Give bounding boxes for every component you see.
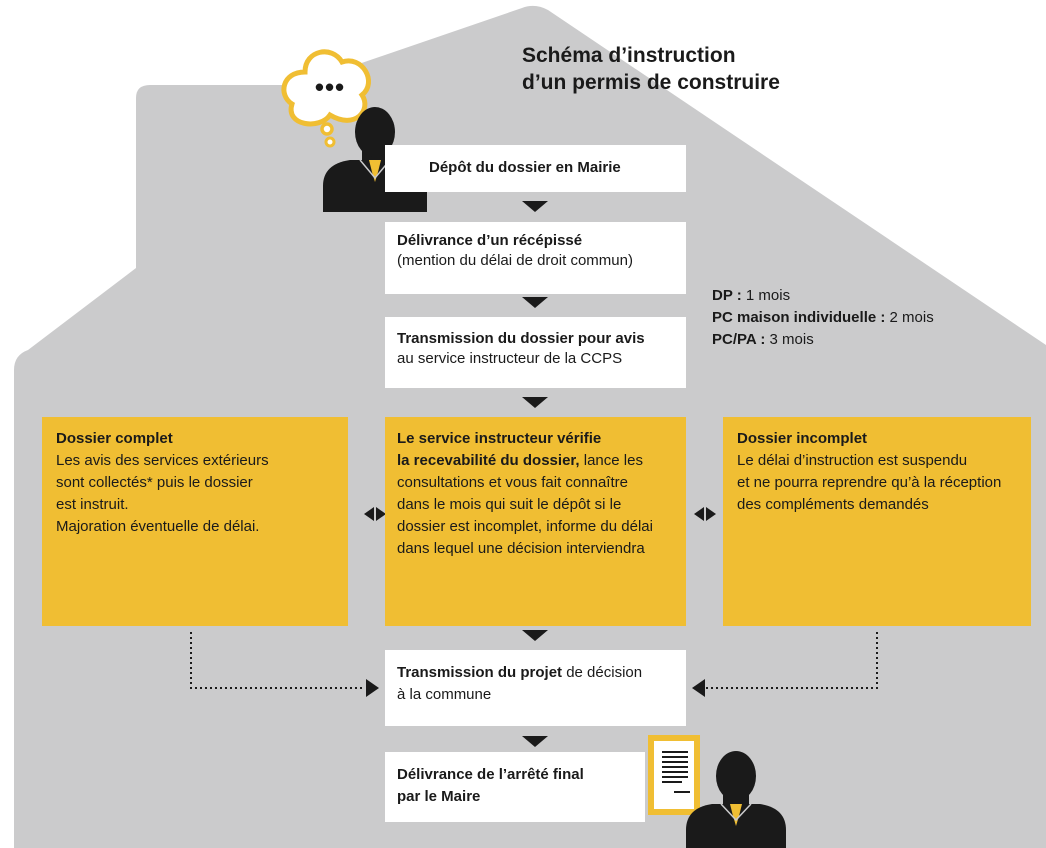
box-verification: Le service instructeur vérifie la receva… (385, 417, 686, 626)
step-transmission: Transmission du dossier pour avis au ser… (385, 317, 686, 388)
complet-line-3: est instruit. (56, 496, 129, 513)
complet-line-4: Majoration éventuelle de délai. (56, 518, 260, 535)
diagram-title: Schéma d’instruction d’un permis de cons… (522, 42, 780, 96)
verification-line-6: dans lequel une décision interviendra (397, 540, 645, 557)
duration-pc-pa: PC/PA : 3 mois (712, 331, 814, 348)
arrow-down-1 (522, 201, 548, 212)
verification-line-2: la recevabilité du dossier, lance les (397, 452, 643, 469)
projet-line-1: Transmission du projet de décision (397, 664, 643, 681)
complet-title: Dossier complet (56, 430, 173, 447)
arrow-down-4 (522, 630, 548, 641)
duration-pc-maison: PC maison individuelle : 2 mois (712, 309, 934, 326)
verification-line-3: consultations et vous fait connaître (397, 474, 628, 491)
box-dossier-complet: Dossier complet Les avis des services ex… (42, 417, 348, 626)
step-transmission-title: Transmission du dossier pour avis (397, 330, 645, 347)
thought-bubble-dots: ••• (314, 72, 346, 102)
arrete-line-1: Délivrance de l’arrêté final (397, 766, 584, 783)
arrow-down-3 (522, 397, 548, 408)
arrow-down-2 (522, 297, 548, 308)
verification-line-5: dossier est incomplet, informe du délai (397, 518, 653, 535)
person-icon-mayor (686, 751, 786, 848)
projet-line-2: à la commune (397, 686, 492, 703)
arrow-down-5 (522, 736, 548, 747)
incomplet-title: Dossier incomplet (737, 430, 868, 447)
double-arrow-left (364, 507, 386, 521)
step-depot: Dépôt du dossier en Mairie (385, 145, 686, 192)
incomplet-line-2: et ne pourra reprendre qu’à la réception (737, 474, 1002, 491)
document-icon (648, 735, 700, 815)
delay-durations: DP : 1 mois PC maison individuelle : 2 m… (712, 285, 934, 351)
verification-line-4: dans le mois qui suit le dépôt si le (397, 496, 622, 513)
duration-dp: DP : 1 mois (712, 287, 791, 304)
dotted-connector-left (190, 632, 365, 689)
step-arrete: Délivrance de l’arrêté final par le Mair… (385, 752, 645, 822)
step-depot-label: Dépôt du dossier en Mairie (429, 159, 621, 176)
step-projet: Transmission du projet de décision à la … (385, 650, 686, 726)
arrow-right-projet (366, 679, 379, 697)
step-transmission-note: au service instructeur de la CCPS (397, 350, 623, 367)
incomplet-line-1: Le délai d’instruction est suspendu (737, 452, 968, 469)
step-recepisse-title: Délivrance d’un récépissé (397, 232, 583, 249)
step-recepisse-note: (mention du délai de droit commun) (397, 252, 633, 269)
double-arrow-right (694, 507, 716, 521)
complet-line-1: Les avis des services extérieurs (56, 452, 269, 469)
box-dossier-incomplet: Dossier incomplet Le délai d’instruction… (723, 417, 1031, 626)
step-recepisse: Délivrance d’un récépissé (mention du dé… (385, 222, 686, 294)
title-line-2: d’un permis de construire (522, 71, 780, 94)
incomplet-line-3: des compléments demandés (737, 496, 929, 513)
arrow-left-projet (692, 679, 705, 697)
verification-title: Le service instructeur vérifie (397, 430, 602, 447)
arrete-line-2: par le Maire (397, 788, 481, 805)
dotted-connector-right (705, 632, 878, 689)
title-line-1: Schéma d’instruction (522, 44, 736, 67)
complet-line-2: sont collectés* puis le dossier (56, 474, 253, 491)
